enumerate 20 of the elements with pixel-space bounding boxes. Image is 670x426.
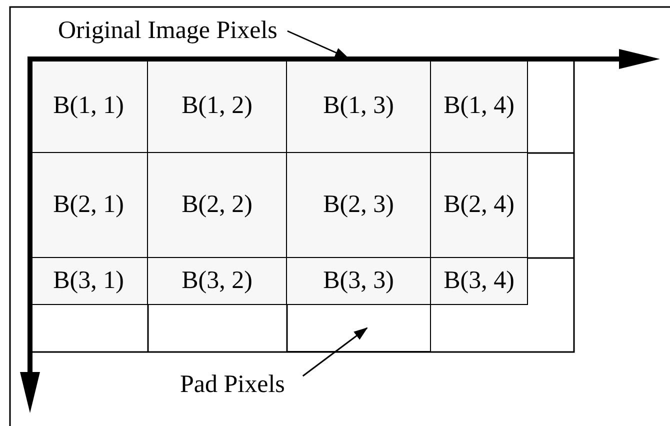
cell-label: B(2, 4) — [444, 190, 514, 220]
cell-label: B(1, 2) — [182, 90, 252, 120]
cell-label: B(1, 1) — [53, 90, 124, 120]
cell-label: B(2, 1) — [53, 190, 124, 220]
cell-label: B(3, 3) — [323, 266, 394, 296]
image-region — [30, 59, 528, 305]
leader-line — [302, 327, 368, 377]
cell-label: B(1, 3) — [323, 90, 394, 120]
grid-cell — [287, 153, 431, 258]
callout-label: Original Image Pixels — [58, 16, 278, 46]
callout-label: Pad Pixels — [180, 370, 285, 400]
cell-label: B(2, 3) — [323, 190, 394, 220]
cell-label: B(3, 2) — [182, 266, 252, 296]
cell-label: B(3, 4) — [444, 266, 514, 296]
pad-cell — [287, 305, 431, 352]
grid-cell — [148, 153, 287, 258]
cell-label: B(3, 1) — [53, 266, 124, 296]
cell-label: B(2, 2) — [182, 190, 252, 220]
cell-label: B(1, 4) — [444, 90, 514, 120]
leader-line — [287, 30, 349, 59]
